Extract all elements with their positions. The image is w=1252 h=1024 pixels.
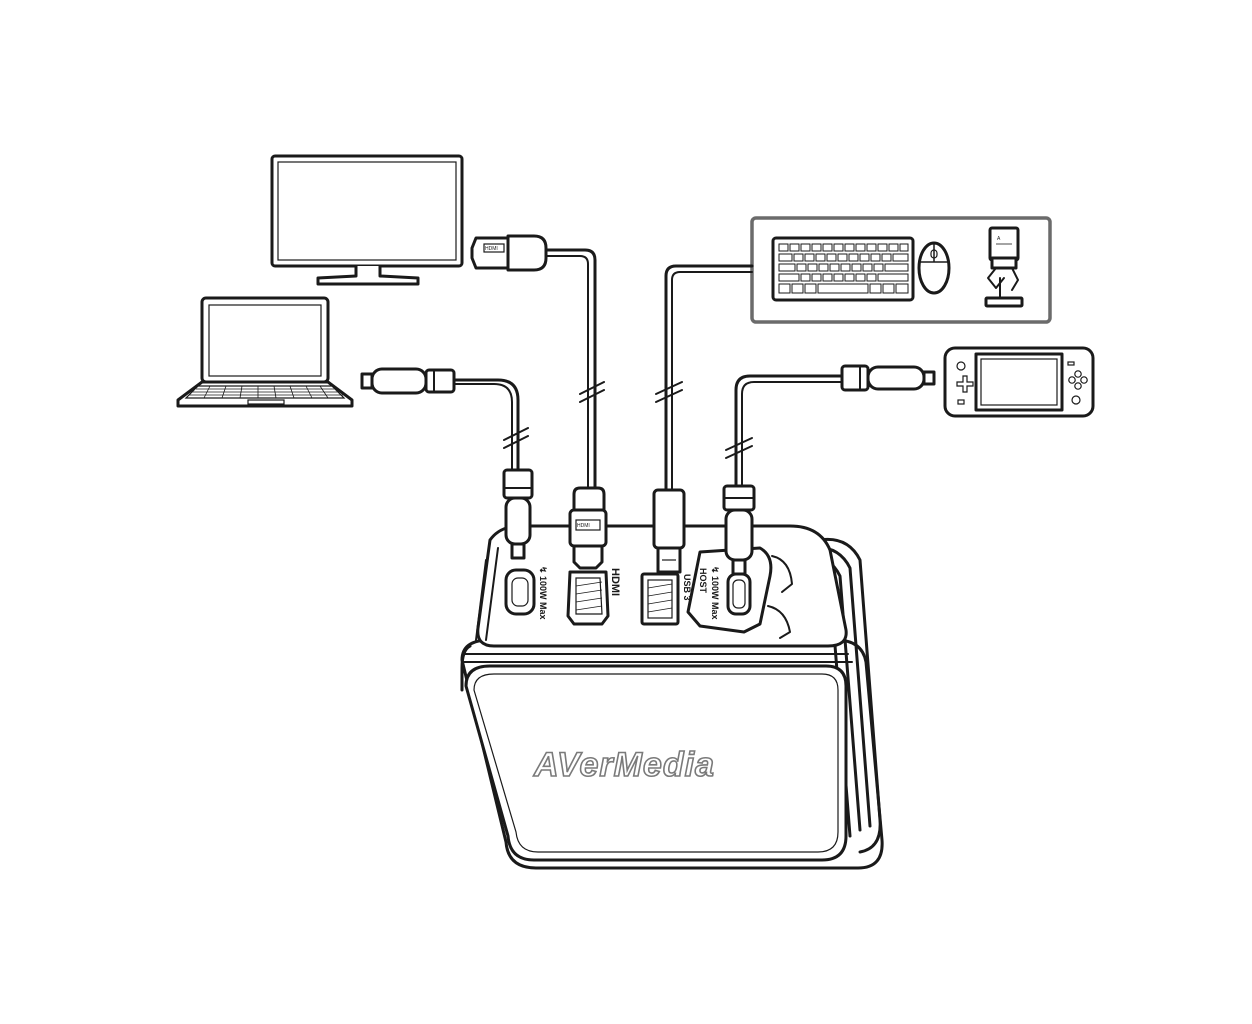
port-label-usb3: USB 3 (682, 574, 692, 601)
usb-a-cable-peripherals (655, 264, 754, 492)
inserted-plugs: HDMI (502, 468, 756, 576)
usb-c-host-port: ↯ 100W Max HOST (686, 546, 773, 634)
mouse-icon (917, 241, 951, 295)
svg-text:HDMI: HDMI (485, 246, 498, 252)
port-label-usb-c-power: ↯ 100W Max (538, 566, 548, 620)
monitor-icon (270, 154, 464, 286)
usb-c-plug-handheld (722, 484, 756, 576)
cables: HDMI (360, 234, 936, 492)
port-label-usb-c-host-power: ↯ 100W Max (710, 566, 720, 620)
usb-c-cable-handheld (725, 364, 936, 492)
svg-text:A: A (997, 236, 1001, 242)
hdmi-cable-monitor: HDMI (470, 234, 605, 492)
usb-a-plug-dock (652, 488, 686, 574)
avermedia-dock: AVerMedia ↯ 100W Max HDMI USB 3 (460, 524, 884, 870)
laptop-icon (176, 296, 354, 408)
keyboard-icon (771, 236, 915, 302)
hdmi-port: HDMI (566, 568, 621, 626)
usb-c-plug-laptop (502, 468, 534, 560)
hdmi-plug-dock: HDMI (568, 486, 608, 570)
handheld-console-icon (943, 346, 1095, 418)
svg-text:HDMI: HDMI (577, 523, 590, 529)
usb-c-power-port: ↯ 100W Max (504, 566, 548, 620)
usb-c-cable-laptop (360, 367, 529, 472)
brand-logo: AVerMedia (533, 746, 715, 784)
hdmi-plug-top: HDMI (470, 234, 548, 272)
usb-microphone-icon: A (984, 226, 1024, 308)
port-label-usb-c-host: HOST (698, 568, 708, 594)
usb3-port: USB 3 (640, 572, 692, 626)
peripherals-box: A (750, 216, 1052, 324)
port-label-hdmi: HDMI (609, 568, 621, 596)
